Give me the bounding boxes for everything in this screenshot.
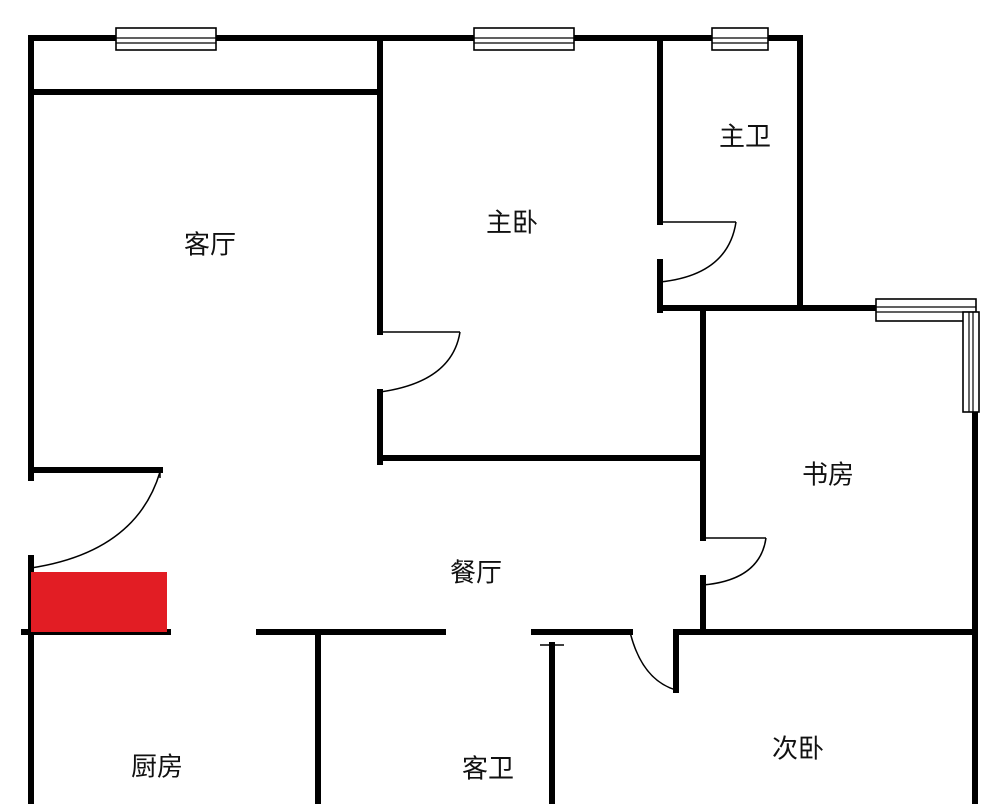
door-master-bedroom <box>379 331 461 393</box>
highlight-block <box>31 572 167 632</box>
walls <box>21 35 978 804</box>
label-master-bath: 主卫 <box>719 123 771 153</box>
window-master-bedroom <box>473 27 575 51</box>
label-living-room: 客厅 <box>184 231 236 261</box>
door-second-bedroom <box>629 631 677 691</box>
window-study-corner <box>875 298 980 413</box>
label-dining-room: 餐厅 <box>450 559 502 589</box>
door-study <box>702 537 767 586</box>
label-second-bedroom: 次卧 <box>772 735 824 765</box>
label-guest-bath: 客卫 <box>462 755 514 785</box>
door-entrance <box>30 470 161 569</box>
label-kitchen: 厨房 <box>131 753 183 783</box>
label-study: 书房 <box>802 461 854 491</box>
label-master-bedroom: 主卧 <box>486 209 538 239</box>
window-living <box>115 27 217 51</box>
window-master-bath <box>711 27 769 51</box>
doors <box>30 221 767 691</box>
door-master-bath <box>659 221 737 283</box>
room-labels: 客厅 主卧 主卫 书房 餐厅 厨房 客卫 次卧 <box>131 123 854 785</box>
windows <box>115 27 980 413</box>
